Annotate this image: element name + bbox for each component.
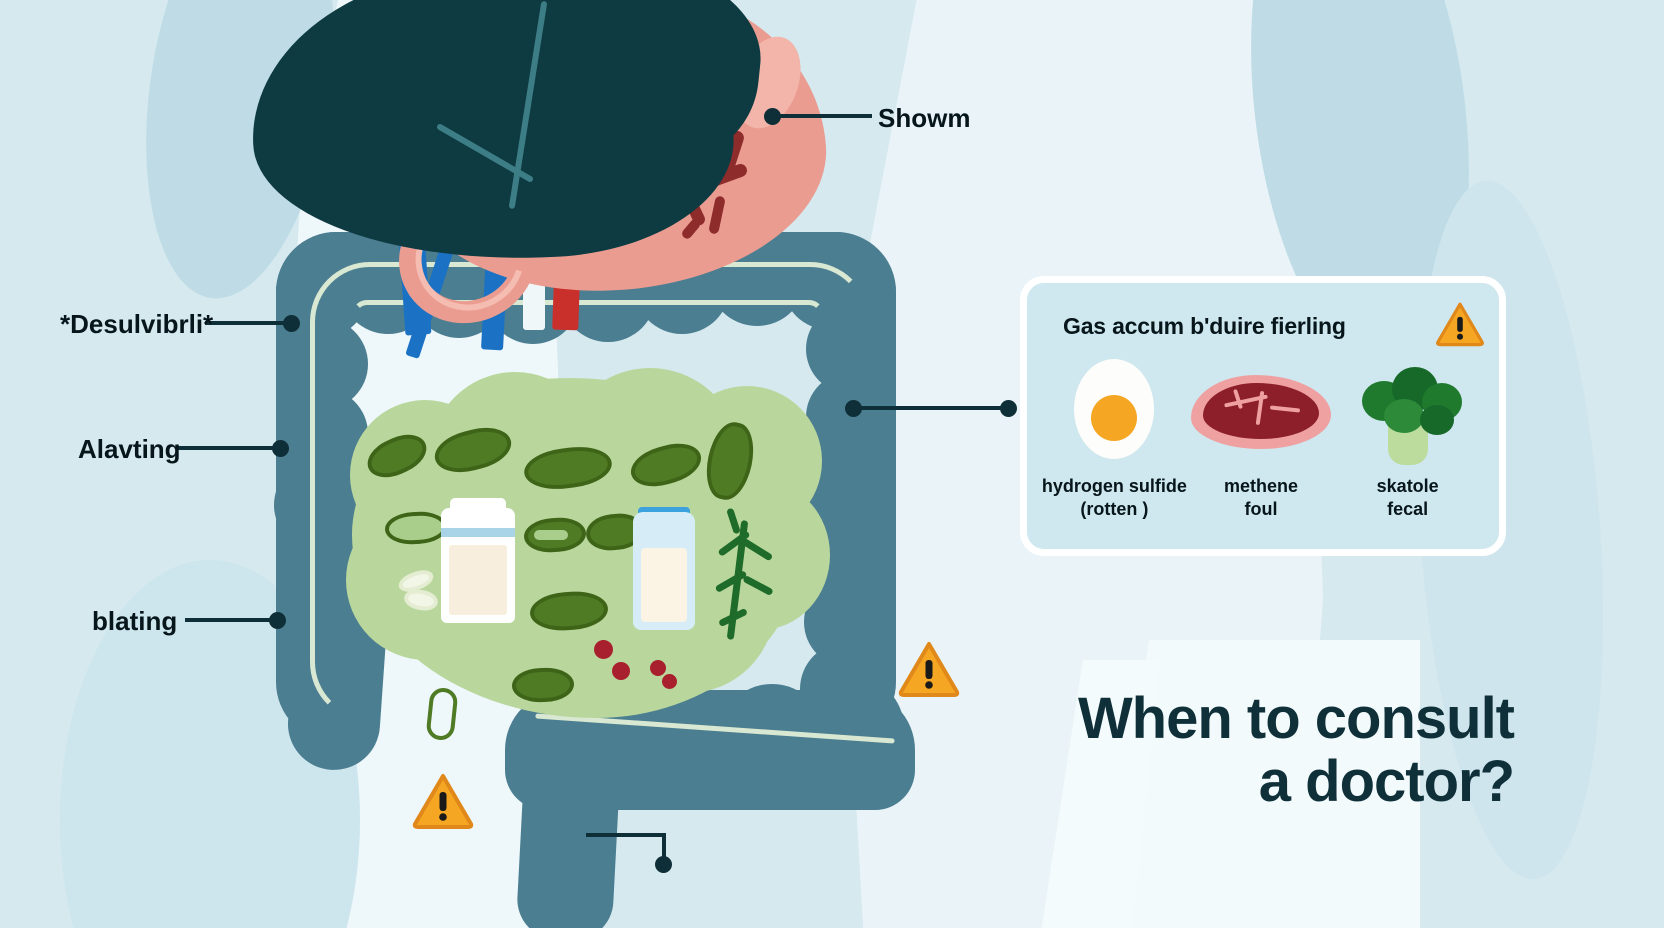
card-item-label: methene foul (1188, 475, 1335, 522)
egg-yolk (1091, 395, 1138, 441)
supplement-bottle-band (441, 528, 515, 537)
colon-rectum (515, 757, 621, 928)
broccoli-floret (1420, 405, 1455, 435)
card-item-label: hydrogen sulfide (rotten ) (1041, 475, 1188, 522)
callout-line-card (853, 406, 1013, 410)
callout-label-left-1: *Desulvibrli* (60, 309, 214, 339)
card-item-skatole: skatole fecal (1334, 355, 1481, 522)
broccoli-icon (1334, 355, 1481, 467)
card-item-label-line1: methene (1223, 476, 1299, 496)
page-title-line2: a doctor? (1258, 748, 1515, 814)
card-item-hydrogen-sulfide: hydrogen sulfide (rotten ) (1041, 355, 1188, 522)
page-title: When to consult a doctor? (1022, 686, 1515, 814)
card-item-label-line2: (rotten ) (1080, 499, 1149, 520)
callout-label-left-3: blating (92, 606, 178, 636)
warning-triangle-colon (898, 640, 960, 698)
berry (612, 662, 630, 680)
berry (662, 674, 677, 689)
callout-dot-card-end (1000, 400, 1017, 417)
egg-icon (1041, 355, 1188, 467)
callout-dot-left-2 (272, 440, 289, 457)
card-item-label-line1: skatole (1376, 476, 1439, 496)
callout-label-stomach: Showm (878, 103, 971, 133)
supplement-bottle-label (449, 545, 507, 615)
berry (650, 660, 666, 676)
callout-line-bottom (586, 833, 666, 837)
page-title-line1: When to consult (1077, 686, 1515, 751)
yogurt-bottle-fill (641, 548, 687, 622)
callout-line-bottom-vertical (662, 833, 666, 865)
callout-line-left-3 (185, 618, 277, 622)
callout-dot-bottom (655, 856, 672, 873)
gas-info-card: Gas accum b'duire fierling hydrogen sulf… (1020, 276, 1506, 556)
callout-label-left-2: Alavting (78, 434, 181, 464)
card-item-label-line2: foul (1244, 499, 1278, 520)
card-item-list: hydrogen sulfide (rotten ) methene foul (1041, 355, 1481, 522)
card-item-label-line2: fecal (1387, 499, 1429, 520)
callout-line-stomach (772, 114, 872, 118)
callout-dot-left-1 (283, 315, 300, 332)
callout-line-left-1 (205, 321, 291, 325)
berry (594, 640, 613, 659)
card-item-label-line1: hydrogen sulfide (1041, 476, 1187, 496)
steak-icon (1188, 355, 1335, 467)
callout-dot-left-3 (269, 612, 286, 629)
card-item-methane: methene foul (1188, 355, 1335, 522)
card-title: Gas accum b'duire fierling (1063, 313, 1346, 339)
warning-triangle-pelvis (412, 772, 474, 830)
callout-line-left-2 (178, 446, 280, 450)
broccoli-floret (1384, 399, 1425, 433)
colon-inner-line-2 (352, 300, 824, 330)
warning-triangle-icon (1435, 301, 1485, 347)
bacterium-inner (534, 530, 568, 540)
card-item-label: skatole fecal (1334, 475, 1481, 522)
